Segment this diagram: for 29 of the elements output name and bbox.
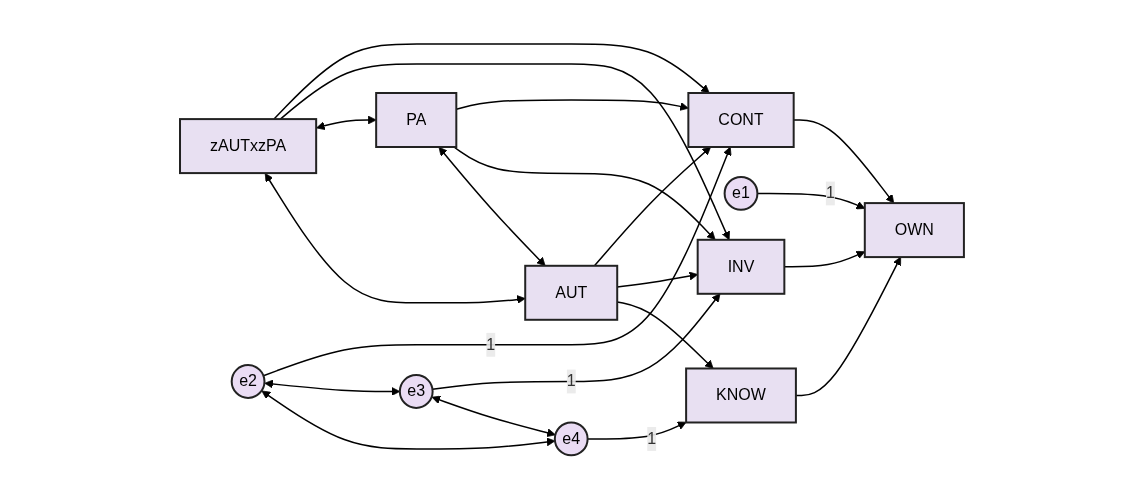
arrow	[756, 192, 865, 210]
arrow	[431, 395, 556, 437]
node-box: CONT	[686, 91, 795, 148]
edge-label: 1	[566, 372, 576, 390]
node-box: INV	[696, 238, 785, 295]
arrow	[438, 146, 546, 267]
arrow	[272, 43, 710, 120]
arrow	[452, 146, 716, 241]
arrow	[431, 293, 720, 390]
arrow	[263, 379, 400, 396]
node-circle: e2	[230, 363, 265, 399]
edge-label: 1	[485, 335, 495, 353]
node-circle: e3	[398, 373, 434, 409]
arrow	[616, 271, 698, 288]
arrow	[262, 146, 731, 377]
node-circle: e1	[723, 175, 758, 211]
node-box: AUT	[523, 264, 618, 321]
arrow	[616, 301, 714, 369]
arrow	[783, 250, 865, 268]
node-box: PA	[374, 91, 457, 148]
node-box: OWN	[863, 201, 965, 258]
arrow	[261, 390, 555, 450]
node-box: zAUTxzPA	[178, 117, 317, 174]
arrow	[279, 63, 730, 241]
node-circle: e4	[553, 421, 589, 457]
arrow	[593, 146, 711, 267]
edge-label: 1	[825, 184, 835, 202]
edge-label: 1	[646, 429, 656, 447]
node-box: KNOW	[684, 367, 797, 424]
